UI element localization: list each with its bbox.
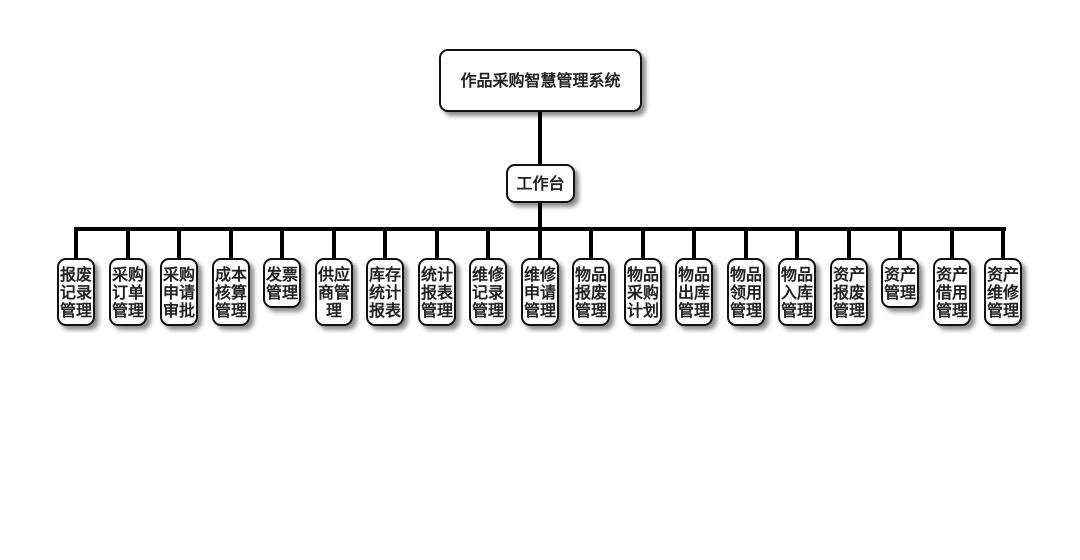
module-node: 采购订单管理: [109, 258, 147, 326]
module-connector: [692, 229, 696, 259]
root-node: 作品采购智慧管理系统: [439, 49, 642, 112]
module-connector: [589, 229, 593, 259]
module-node: 报废记录管理: [57, 258, 95, 326]
module-node: 物品报废管理: [572, 258, 610, 326]
module-connector: [641, 229, 645, 259]
hub-connector: [538, 203, 542, 230]
module-node: 采购申请审批: [160, 258, 198, 326]
module-connector: [1001, 229, 1005, 259]
module-node: 维修申请管理: [521, 258, 559, 326]
module-node: 物品采购计划: [624, 258, 662, 326]
module-node: 物品入库管理: [778, 258, 816, 326]
module-connector: [435, 229, 439, 259]
module-connector: [126, 229, 130, 259]
module-node: 成本核算管理: [212, 258, 250, 326]
module-connector: [950, 229, 954, 259]
module-node: 资产维修管理: [984, 258, 1022, 326]
module-connector: [280, 229, 284, 259]
module-node: 发票管理: [263, 258, 301, 308]
module-node: 维修记录管理: [469, 258, 507, 326]
module-connector: [383, 229, 387, 259]
module-connector: [744, 229, 748, 259]
module-node: 物品出库管理: [675, 258, 713, 326]
module-connector: [177, 229, 181, 259]
module-connector: [538, 229, 542, 259]
module-node: 统计报表管理: [418, 258, 456, 326]
root-connector: [538, 112, 542, 164]
module-connector: [74, 229, 78, 259]
hub-node: 工作台: [506, 164, 575, 203]
module-node: 供应商管理: [315, 258, 353, 326]
module-connector: [898, 229, 902, 259]
module-node: 资产报废管理: [830, 258, 868, 326]
module-node: 资产管理: [881, 258, 919, 308]
module-connector: [332, 229, 336, 259]
module-connector: [229, 229, 233, 259]
module-connector: [486, 229, 490, 259]
module-connector: [795, 229, 799, 259]
module-node: 资产借用管理: [933, 258, 971, 326]
module-node: 库存统计报表: [366, 258, 404, 326]
module-connector: [847, 229, 851, 259]
module-node: 物品领用管理: [727, 258, 765, 326]
